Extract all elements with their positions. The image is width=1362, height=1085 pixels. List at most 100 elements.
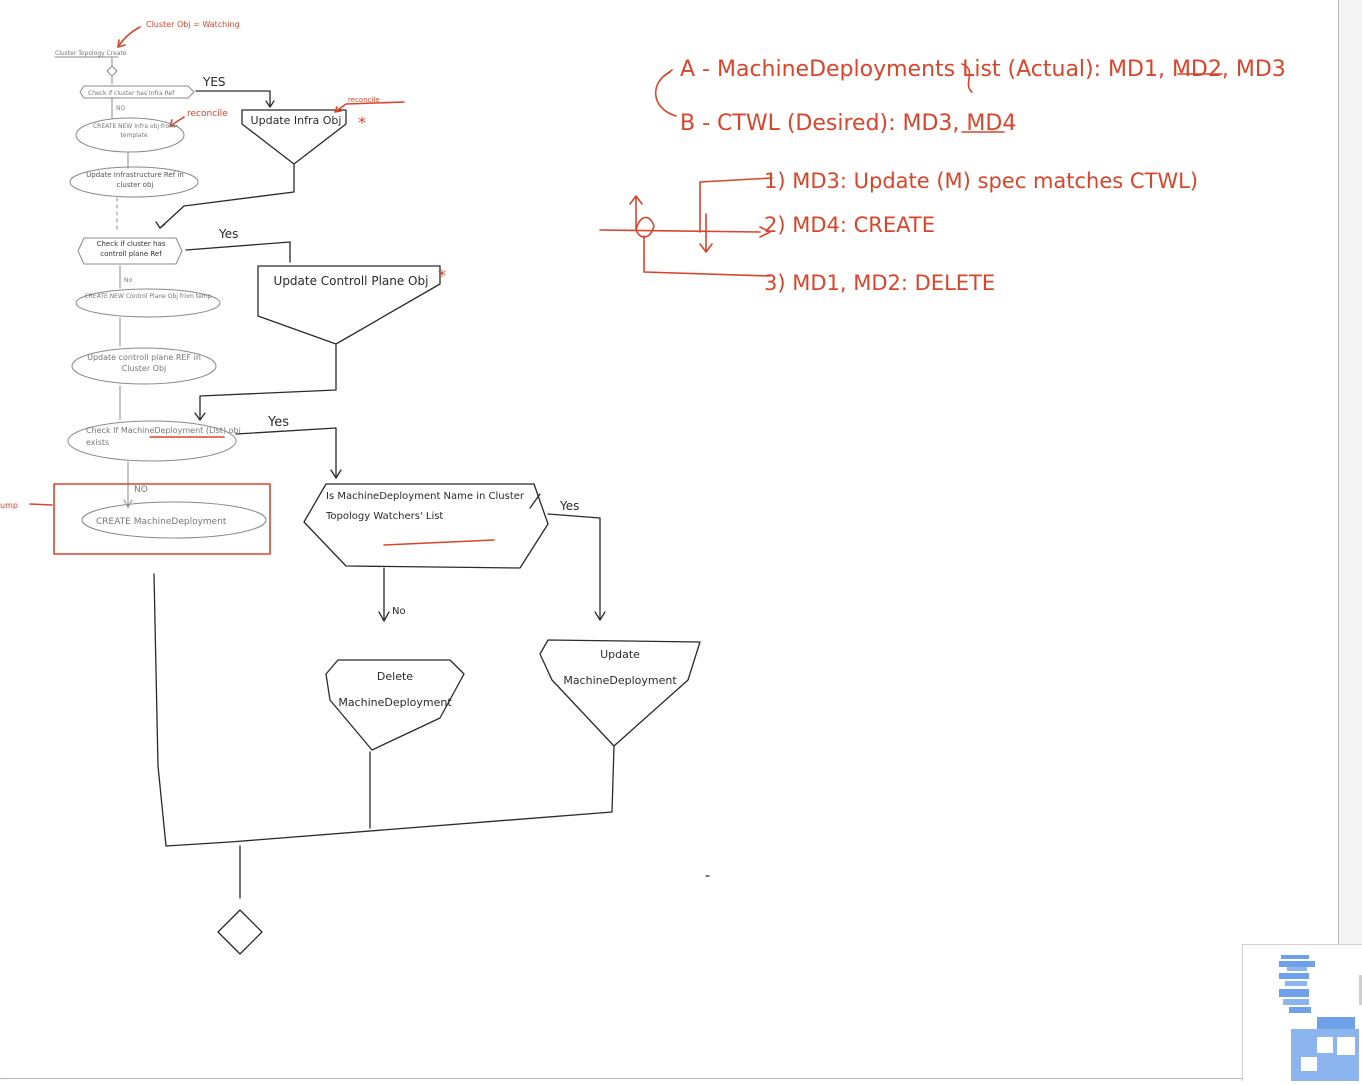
- watching-note: Cluster Obj = Watching: [117, 20, 240, 48]
- update-cp-obj-shape[interactable]: [257, 265, 441, 345]
- delete-md-shape[interactable]: [325, 659, 465, 751]
- notes-branch-1: [699, 177, 773, 183]
- create-infra-fo: CREATE NEW Infra obj from template: [92, 123, 176, 139]
- check-cp-ref-text: Check if cluster has controll plane Ref: [96, 240, 166, 258]
- small-decision-diamond: [106, 65, 118, 77]
- no-list-arrowhead: [378, 611, 390, 622]
- notes-brace-tick: [663, 69, 673, 77]
- watchers-list-red-underline: [383, 539, 495, 546]
- yes-infra-arrowhead: [265, 100, 275, 108]
- create-cp-shape[interactable]: [75, 288, 221, 318]
- notes-loop: [635, 216, 655, 238]
- create-cp-fo: CREATE NEW Control Plane Obj from temp: [84, 293, 212, 300]
- infra-star: *: [358, 113, 366, 132]
- update-md-text: Update MachineDeployment: [563, 648, 677, 687]
- check-md-shape[interactable]: [67, 420, 237, 462]
- watching-arrow: [117, 26, 141, 48]
- update-cp-ref-fo: Update controll plane REF in Cluster Obj: [87, 353, 201, 373]
- minimap-thumbnail: [1279, 955, 1362, 1081]
- update-cp-obj-text: Update Controll Plane Obj: [273, 274, 429, 288]
- canvas-scrollbar[interactable]: [1339, 0, 1362, 1080]
- notes-item-1: 1) MD3: Update (M) spec matches CTWL): [764, 169, 1198, 193]
- yes-md-line: [235, 427, 337, 479]
- delete-md-fo: Delete MachineDeployment: [338, 670, 451, 709]
- minimap-block: [1279, 989, 1309, 997]
- notes-arrowhead-2: [759, 226, 771, 238]
- create-md-highlight-box: [53, 483, 271, 555]
- cluster-topology-create: Cluster Topology Create: [55, 50, 127, 57]
- create-md-text: CREATE MachineDeployment: [96, 517, 227, 527]
- notes-up-arrow: [629, 195, 643, 231]
- minimap-block: [1317, 1037, 1333, 1053]
- notes-item-3: 3) MD1, MD2: DELETE: [764, 271, 995, 295]
- update-infra-obj-fo: Update Infra Obj: [251, 114, 342, 127]
- notes-left-brace: [654, 71, 677, 117]
- reconcile-arrow-2: [334, 101, 405, 113]
- minimap-block: [1285, 981, 1307, 986]
- minimap-block: [1283, 999, 1309, 1005]
- notes-line-b: B - CTWL (Desired): MD3, MD4: [680, 111, 1016, 136]
- update-infra-ref-text: Update Infrastructure Ref in cluster obj: [86, 171, 184, 189]
- minimap-block: [1287, 967, 1307, 971]
- update-cp-ref-shape[interactable]: [71, 347, 217, 385]
- cp-star: *: [438, 266, 446, 285]
- reconcile-label-2: reconcile: [348, 96, 380, 104]
- check-md-text: Check If MachineDeployment (List) obj ex…: [86, 426, 241, 447]
- left-edge-text: ump: [0, 501, 18, 510]
- cp-to-md-line: [199, 344, 337, 421]
- yes-cp-line: [185, 241, 291, 263]
- whiteboard-canvas[interactable]: [0, 0, 1339, 1079]
- create-cp-text: CREATE NEW Control Plane Obj from temp: [84, 293, 212, 300]
- minimap[interactable]: [1242, 944, 1362, 1081]
- check-infra-ref-text: Check if cluster has Infra Ref: [88, 90, 175, 97]
- update-infra-obj-shape[interactable]: [241, 109, 347, 165]
- no-infra-label: NO: [116, 105, 125, 112]
- create-infra-shape[interactable]: [75, 117, 185, 153]
- is-md-in-list-shape[interactable]: [303, 483, 549, 569]
- yes-list-label: Yes: [559, 499, 579, 513]
- minimap-block: [1279, 961, 1315, 967]
- update-cp-obj-fo: Update Controll Plane Obj: [273, 274, 429, 288]
- minimap-block: [1317, 1017, 1355, 1029]
- notes-line-a: A - MachineDeployments List (Actual): MD…: [680, 57, 1286, 82]
- notes-down-arrow: [699, 181, 713, 253]
- yes-cp-label: Yes: [218, 227, 238, 241]
- infra-to-cp-arrowhead: [155, 221, 166, 229]
- reconcile-label: reconcile: [187, 109, 228, 119]
- watching-note-text: Cluster Obj = Watching: [146, 20, 240, 29]
- notes-arrow-axis: [599, 229, 761, 233]
- left-edge-arrow: [29, 503, 53, 506]
- no-md-arrowhead: [123, 499, 133, 508]
- check-cp-ref-shape[interactable]: [77, 237, 183, 265]
- is-md-in-list-text: Is MachineDeployment Name in Cluster Top…: [326, 491, 525, 522]
- yes-list-line: [547, 513, 601, 621]
- no-cp-label: No: [124, 277, 132, 284]
- infra-to-cp-line: [159, 164, 295, 229]
- merge-line-right: [153, 573, 615, 847]
- check-infra-ref-shape[interactable]: [79, 85, 195, 99]
- minimap-block: [1337, 1037, 1355, 1055]
- check-cp-ref-fo: Check if cluster has controll plane Ref: [96, 240, 166, 258]
- is-md-in-list-fo: Is MachineDeployment Name in Cluster Top…: [326, 491, 525, 522]
- no-list-label: No: [392, 606, 406, 617]
- check-md-fo: Check If MachineDeployment (List) obj ex…: [86, 426, 241, 447]
- minimap-block: [1279, 973, 1309, 979]
- minimap-block: [1289, 1007, 1311, 1013]
- no-md-label: NO: [134, 485, 148, 495]
- create-md-shape[interactable]: [81, 501, 267, 539]
- yes-list-arrowhead: [594, 611, 606, 621]
- watching-arrowhead: [117, 39, 126, 48]
- yes-md-arrowhead: [330, 469, 342, 479]
- yes-infra-label: YES: [202, 75, 226, 89]
- cp-to-md-arrowhead: [194, 412, 206, 421]
- yes-infra-line: [195, 90, 271, 107]
- end-diamond[interactable]: [217, 909, 263, 955]
- update-infra-ref-shape[interactable]: [69, 166, 199, 198]
- notes-branch-3: [643, 235, 771, 277]
- create-infra-text: CREATE NEW Infra obj from template: [92, 123, 176, 139]
- minimap-block: [1281, 955, 1309, 959]
- yes-md-label: Yes: [267, 415, 289, 430]
- update-infra-ref-fo: Update Infrastructure Ref in cluster obj: [86, 171, 184, 189]
